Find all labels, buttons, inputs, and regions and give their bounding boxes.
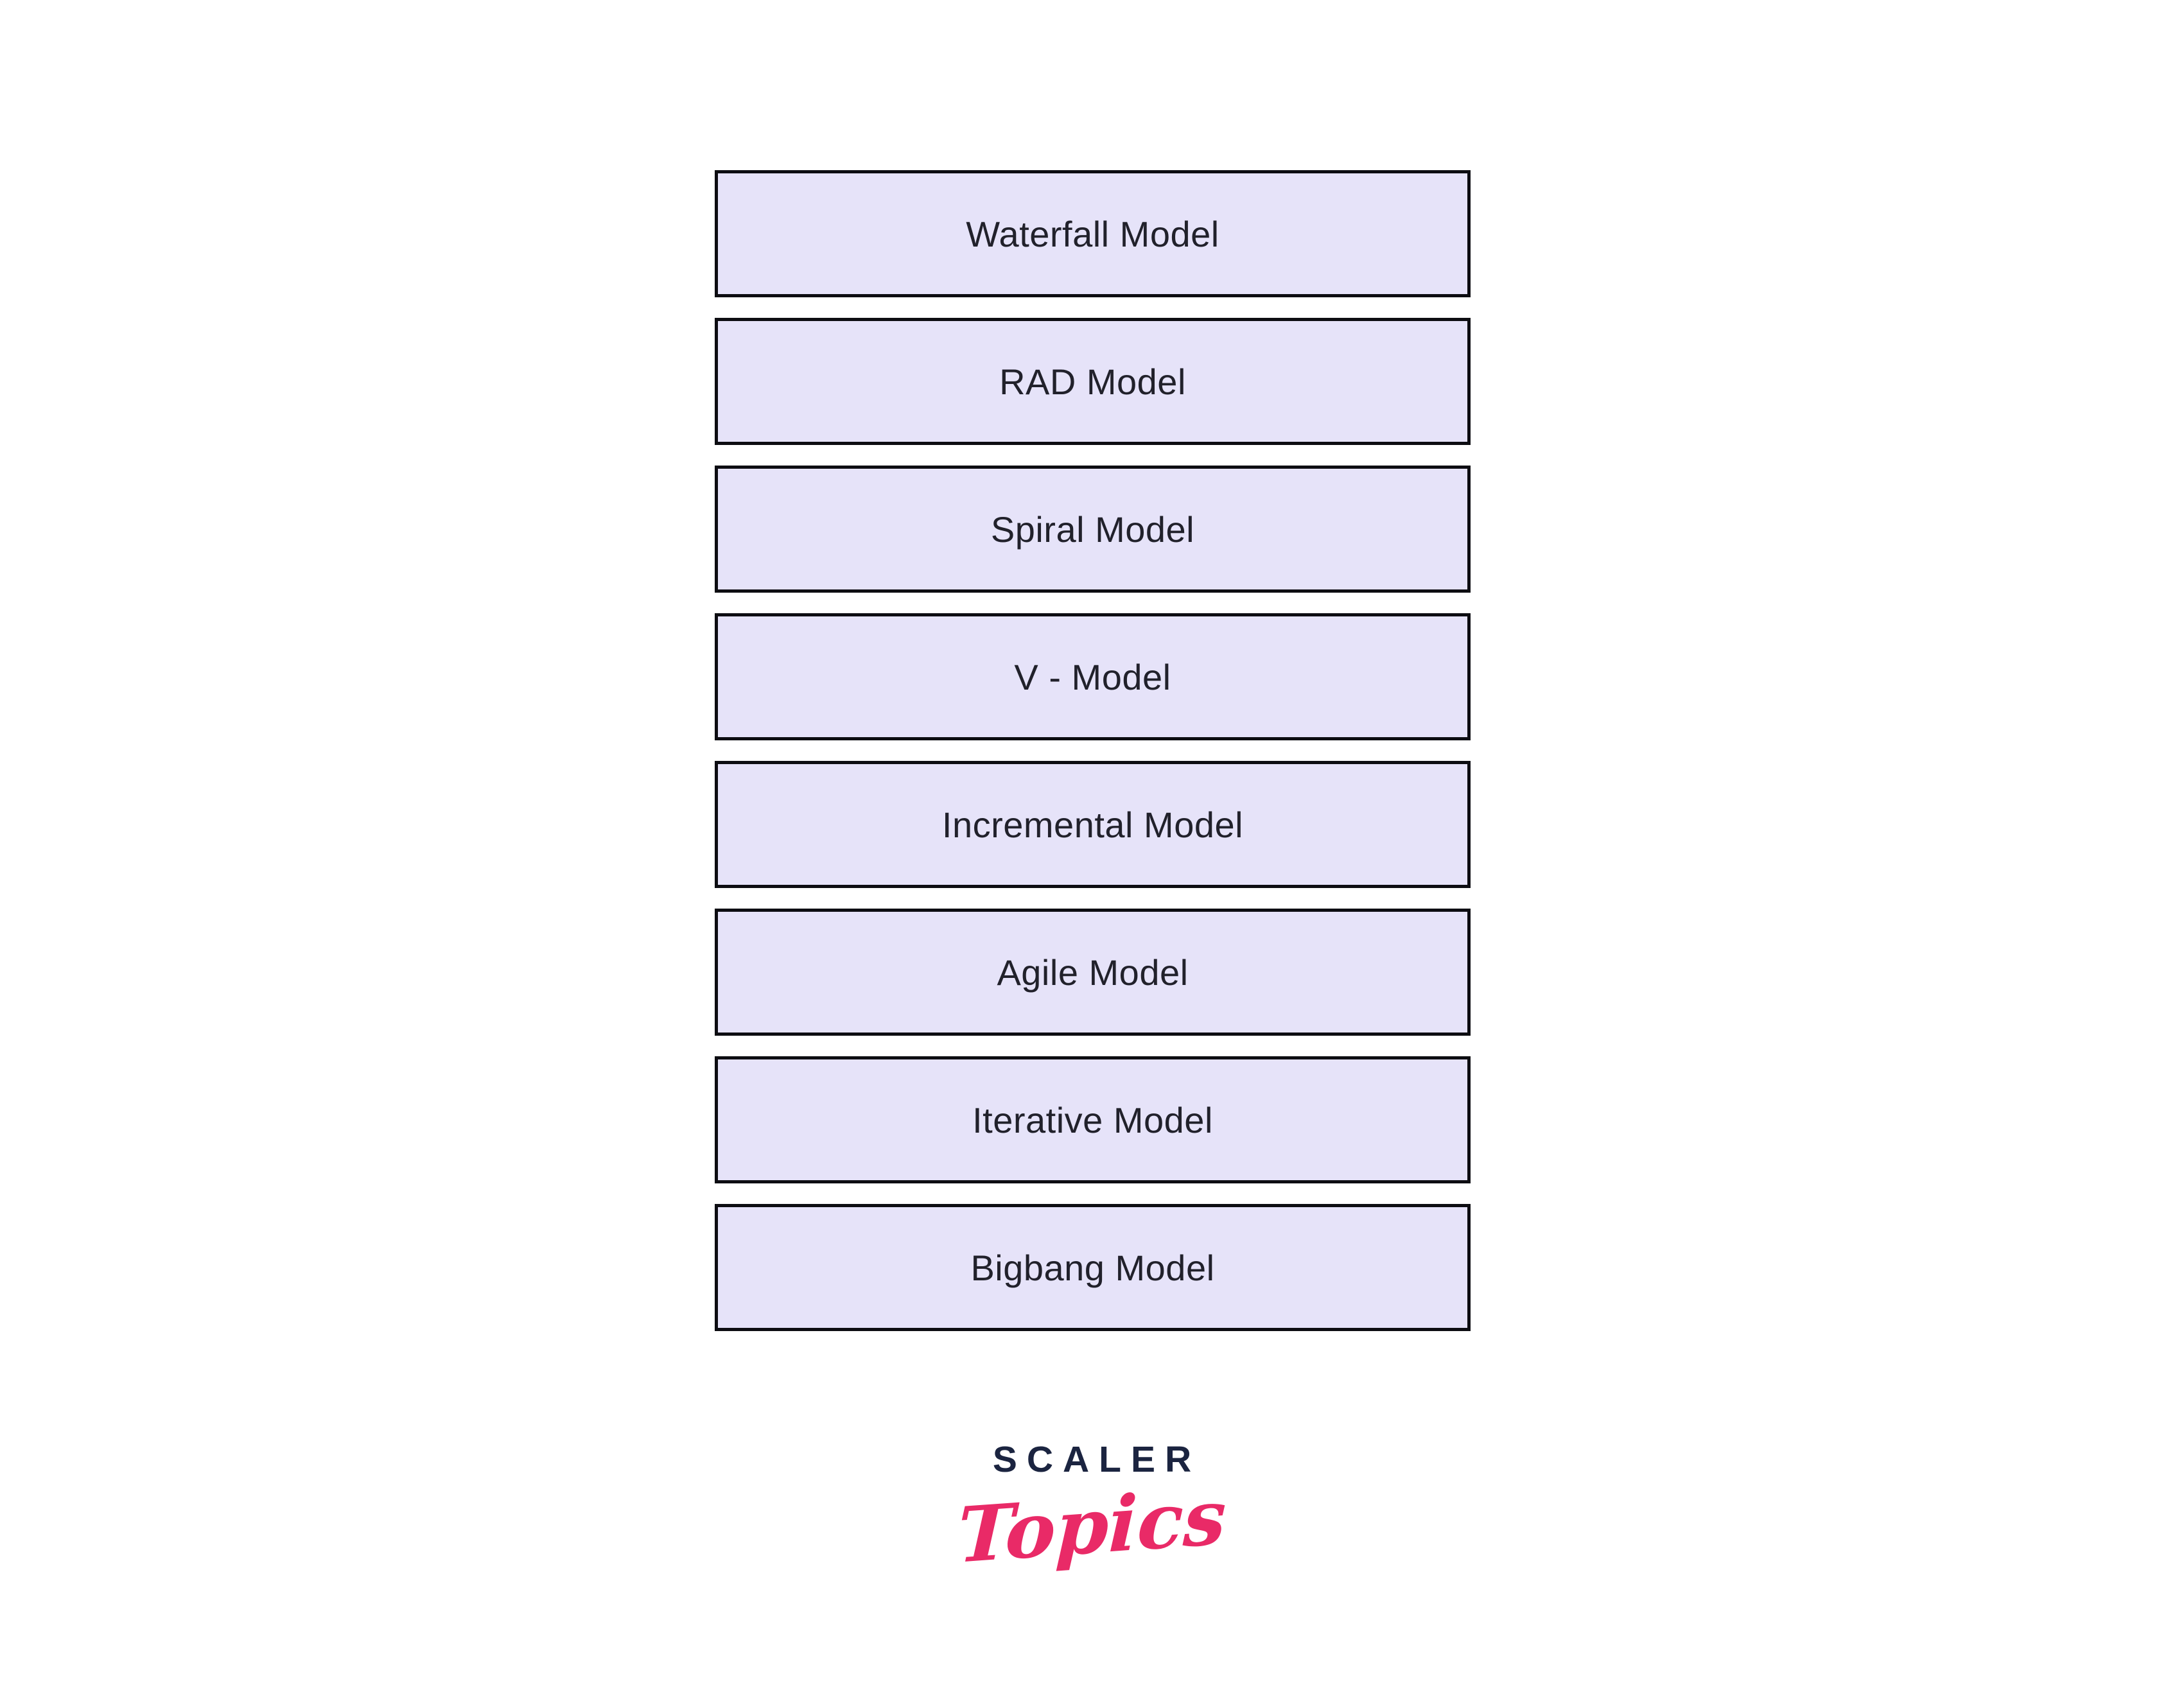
model-box-incremental: Incremental Model [715,761,1471,888]
model-label: Spiral Model [990,509,1195,550]
model-label: Incremental Model [941,804,1244,845]
model-stack: Waterfall Model RAD Model Spiral Model V… [715,170,1471,1331]
logo-wordmark-text: Topics [956,1472,1228,1580]
model-label: RAD Model [999,361,1186,402]
model-label: Bigbang Model [970,1247,1215,1288]
model-label: Iterative Model [972,1099,1213,1140]
model-label: V - Model [1014,656,1171,697]
model-box-bigbang: Bigbang Model [715,1204,1471,1331]
model-box-waterfall: Waterfall Model [715,170,1471,297]
model-box-v-model: V - Model [715,613,1471,740]
model-box-spiral: Spiral Model [715,466,1471,593]
model-box-agile: Agile Model [715,909,1471,1036]
model-label: Waterfall Model [966,213,1219,254]
model-box-iterative: Iterative Model [715,1056,1471,1183]
model-box-rad: RAD Model [715,318,1471,445]
model-label: Agile Model [997,952,1189,993]
scaler-topics-logo: SCALER Topics [0,1439,2184,1580]
logo-brand-text: SCALER [992,1439,1201,1480]
